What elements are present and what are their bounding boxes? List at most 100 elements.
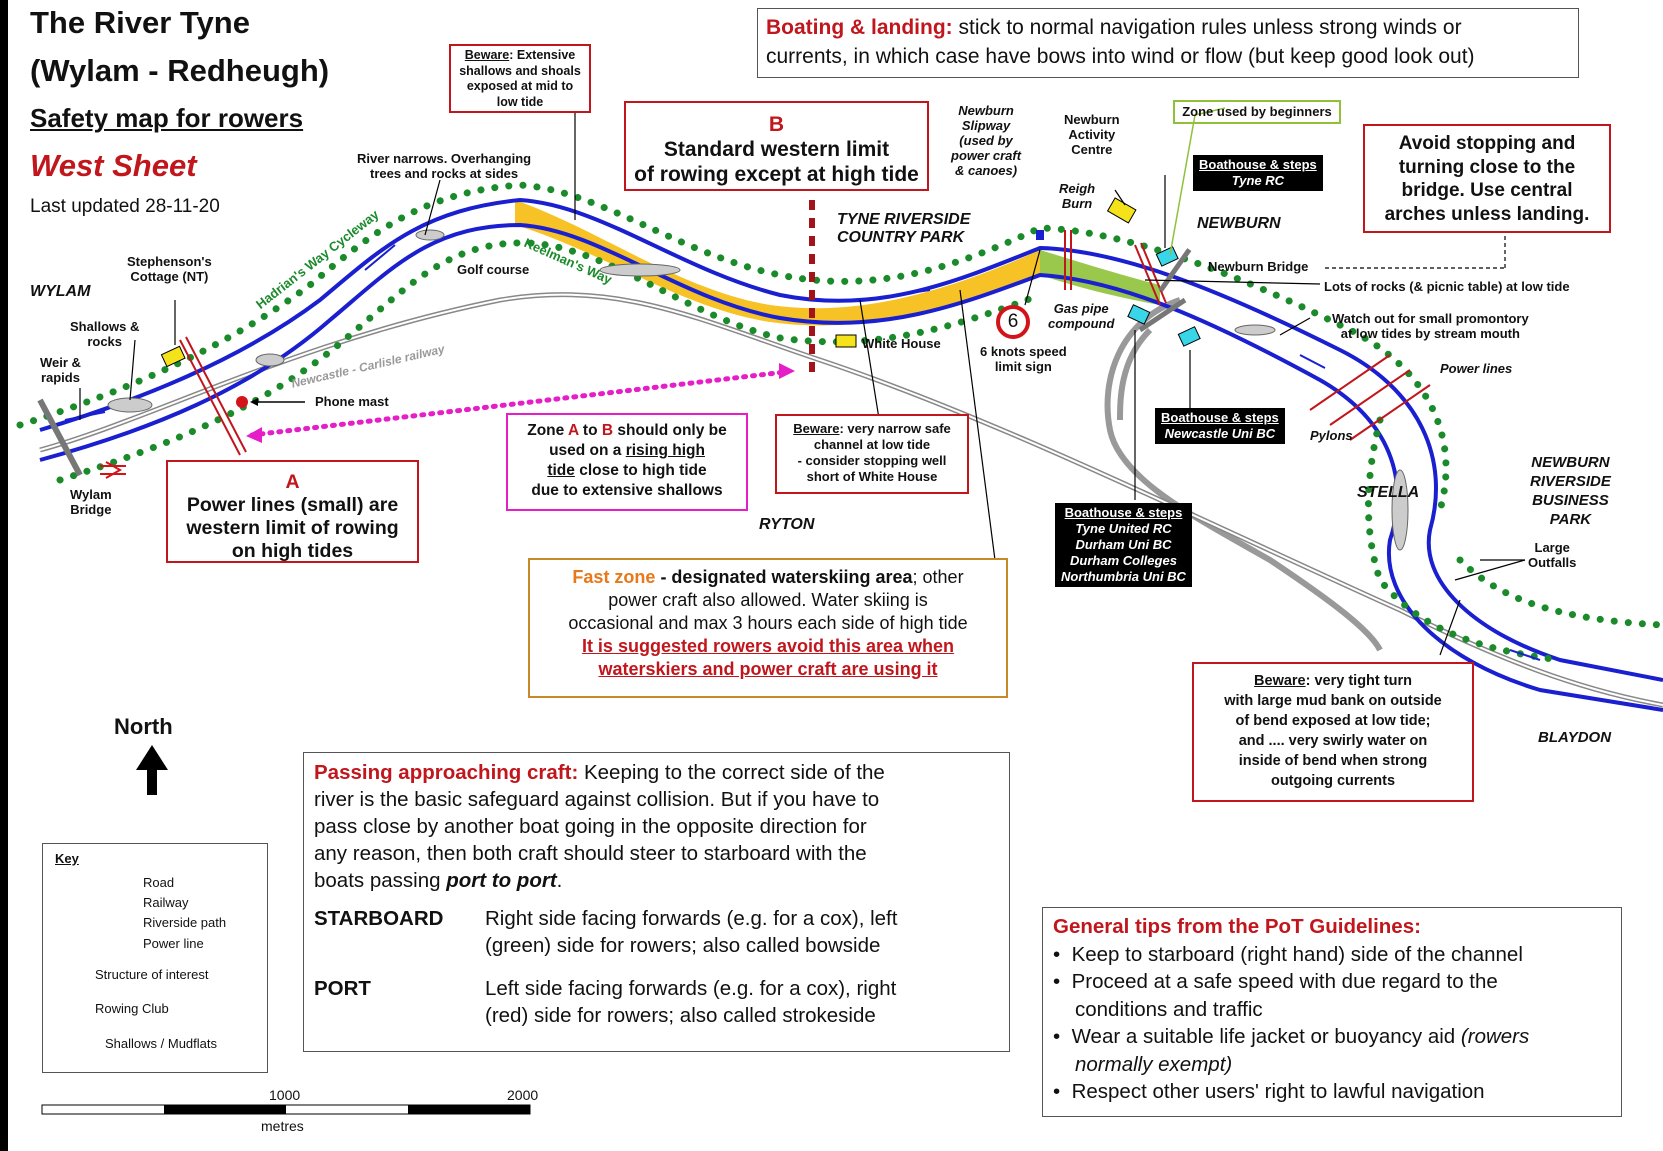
key-path: Riverside path: [143, 915, 227, 930]
tip-item: • Proceed at a safe speed with due regar…: [1053, 970, 1498, 993]
general-tips-box: General tips from the PoT Guidelines: • …: [1042, 907, 1622, 1117]
road-line: [1117, 327, 1153, 421]
key-railway: Railway: [143, 895, 189, 910]
boathouse-tyne-rc: Boathouse & steps Tyne RC: [1193, 155, 1323, 191]
label-shallows-rocks: Shallows &rocks: [70, 319, 140, 349]
pylons-line: [1349, 384, 1431, 441]
flow-arrow: [889, 289, 931, 297]
scale-bar-segment: [164, 1105, 286, 1114]
power-line: [1134, 244, 1161, 306]
flow-arrow: [1299, 354, 1326, 369]
shallows-marker: [1234, 324, 1276, 336]
power-line: [1140, 242, 1167, 304]
shallows-marker: [1391, 469, 1409, 551]
north-label: North: [114, 714, 173, 739]
tip-item: • Wear a suitable life jacket or buoyanc…: [1053, 1025, 1530, 1048]
flow-arrow: [364, 244, 396, 271]
stephensons-cottage-marker: [160, 345, 186, 368]
scale-unit: metres: [261, 1118, 304, 1134]
speed-limit-number: 6: [1007, 311, 1019, 332]
label-rocks: Lots of rocks (& picnic table) at low ti…: [1324, 279, 1570, 294]
label-wylam: WYLAM: [30, 283, 91, 300]
title-subtitle: Safety map for rowers: [30, 103, 304, 133]
speed-limit-sign: [996, 305, 1030, 339]
boating-landing-box: Boating & landing: stick to normal navig…: [757, 8, 1579, 78]
tip-item-cont: conditions and traffic: [1075, 997, 1263, 1021]
pointer: [129, 339, 136, 401]
key-shallows: Shallows / Mudflats: [105, 1036, 217, 1051]
label-blaydon: BLAYDON: [1538, 729, 1612, 746]
boathouse-newcastle-uni: Boathouse & steps Newcastle Uni BC: [1155, 408, 1285, 444]
riverside-path: [16, 181, 1450, 514]
north-arrow-icon: [136, 745, 168, 795]
avoid-stopping-box: Avoid stopping and turning close to the …: [1363, 124, 1611, 233]
railway-line: [39, 293, 1663, 706]
pointer: [1144, 279, 1321, 285]
pointer: [1194, 107, 1226, 116]
beware-shallows-box: Beware: Extensive shallows and shoals ex…: [449, 44, 591, 113]
pointer: [1169, 114, 1196, 256]
label-newburn-bridge: Newburn Bridge: [1208, 259, 1309, 274]
label-power-lines: Power lines: [1440, 361, 1513, 376]
starboard-term: STARBOARD: [314, 907, 444, 930]
power-line-a: [185, 336, 247, 453]
key-title: Key: [55, 851, 79, 866]
riverside-path: [56, 239, 1044, 484]
passing-heading: Passing approaching craft:: [314, 761, 579, 784]
zone-arrow: [249, 369, 788, 438]
phone-mast-marker: [236, 396, 248, 408]
pointer: [1279, 317, 1311, 336]
pointer: [424, 179, 441, 236]
label-ryton: RYTON: [759, 516, 815, 533]
wylam-bridge: [64, 411, 106, 421]
frame-border: [0, 0, 8, 1151]
title-line2: (Wylam - Redheugh): [30, 53, 330, 88]
limit-b-box: B Standard western limit of rowing excep…: [624, 101, 929, 191]
last-updated: Last updated 28-11-20: [30, 196, 220, 217]
riverside-path: [1365, 416, 1564, 664]
scale-bar-segment: [408, 1105, 530, 1114]
starboard-definition: Right side facing forwards (e.g. for a c…: [485, 907, 898, 957]
shallows-marker: [255, 353, 285, 367]
pointer: [959, 289, 996, 561]
bridge-structure: [1138, 297, 1187, 333]
port-definition: Left side facing forwards (e.g. for a co…: [485, 977, 897, 1027]
key-structure: Structure of interest: [95, 967, 209, 982]
scale-mark-2000: 2000: [507, 1087, 539, 1103]
boating-heading: Boating & landing:: [766, 16, 953, 39]
weir-line: [37, 398, 83, 477]
slipway-marker: [1036, 230, 1044, 240]
key-power: Power line: [143, 936, 204, 951]
newburn-bridge: [1158, 248, 1192, 292]
shallows-marker: [599, 263, 681, 277]
railway-station-icon: [100, 461, 126, 479]
port-term: PORT: [314, 977, 371, 1000]
beware-tight-turn-box: Beware: very tight turn with large mud b…: [1192, 662, 1474, 802]
pylons-line: [1309, 354, 1391, 411]
key-club: Rowing Club: [95, 1001, 169, 1016]
label-phone-mast: Phone mast: [315, 394, 389, 409]
title-line1: The River Tyne: [30, 5, 250, 40]
activity-centre-marker: [1106, 197, 1137, 224]
label-pylons: Pylons: [1310, 428, 1353, 443]
zone-a-b-box: Zone A to B should only be used on a ris…: [506, 413, 748, 511]
map-key: Key Road Railway Riverside path Power li…: [42, 843, 268, 1073]
fast-zone-area: [515, 200, 1040, 326]
tips-heading: General tips from the PoT Guidelines:: [1053, 915, 1421, 938]
scale-mark-1000: 1000: [269, 1087, 301, 1103]
pointer: [1454, 559, 1526, 581]
pylons-line: [1329, 369, 1411, 426]
fast-zone-box: Fast zone - designated waterskiing area;…: [528, 558, 1008, 698]
pointer: [1439, 599, 1461, 656]
tip-item: • Keep to starboard (right hand) side of…: [1053, 942, 1523, 966]
label-newburn: NEWBURN: [1197, 215, 1281, 232]
tyne-rc-marker: [1155, 246, 1179, 267]
